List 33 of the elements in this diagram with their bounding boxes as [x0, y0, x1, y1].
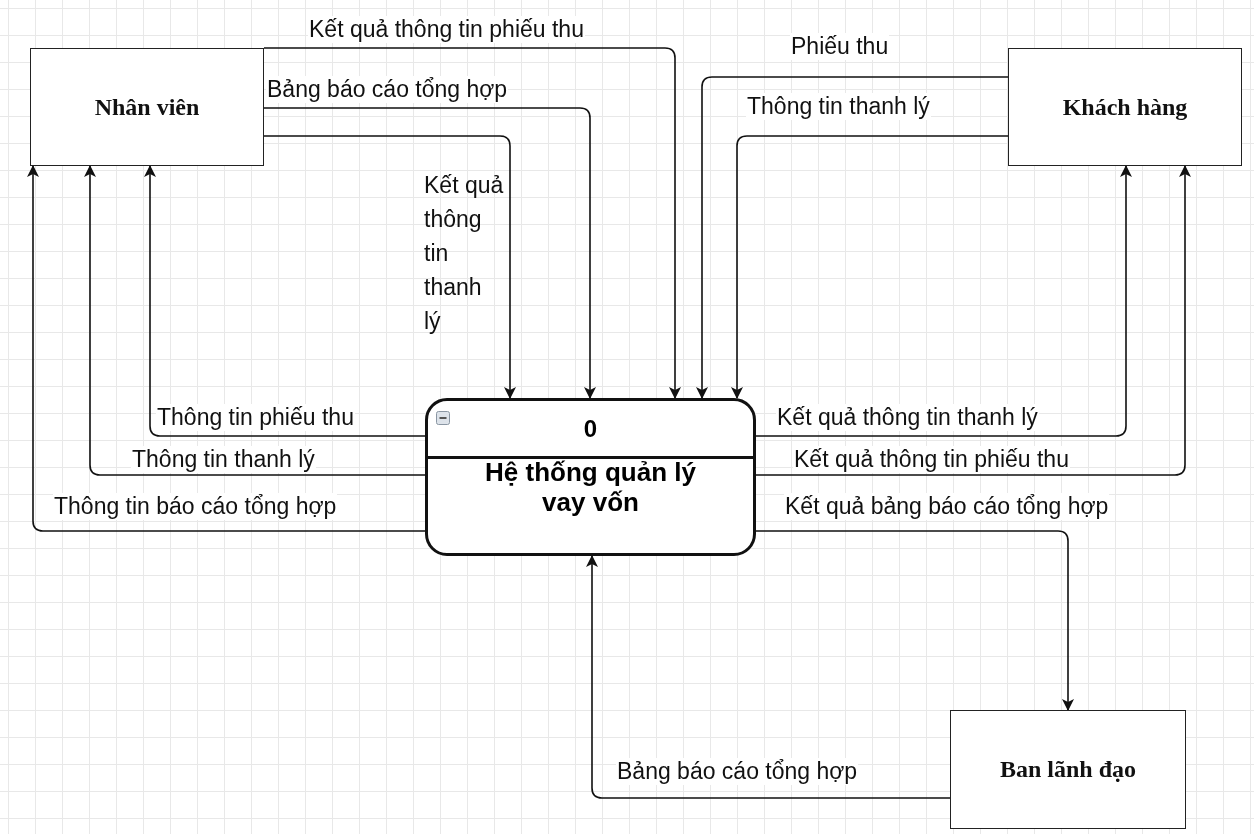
- arrow: [586, 555, 951, 799]
- external-entity-box: [30, 48, 264, 166]
- edge-label: Thông tin thanh lý: [746, 93, 931, 120]
- edge-label: Phiếu thu: [790, 33, 890, 60]
- arrow: [755, 165, 1132, 437]
- edge-label: Kết quả thông tin phiếu thu: [793, 446, 1070, 473]
- arrow: [263, 135, 516, 399]
- arrow: [27, 165, 426, 532]
- entity-name: Khách hàng: [1062, 93, 1188, 121]
- edge-label: Kết quả thông tin phiếu thu: [308, 16, 585, 43]
- process-box: [425, 398, 756, 556]
- arrow: [144, 165, 426, 437]
- edge-label: Bảng báo cáo tổng hợp: [266, 76, 509, 103]
- external-entity-box: [950, 710, 1186, 829]
- edge-label: Thông tin báo cáo tổng hợp: [53, 493, 338, 520]
- arrow: [731, 135, 1009, 399]
- entity-name: Ban lãnh đạo: [999, 756, 1137, 783]
- arrow: [263, 107, 596, 399]
- external-entity-box: [1008, 48, 1242, 166]
- edge-label: Kết quả thông tin thanh lý: [776, 404, 1039, 431]
- arrow: [263, 47, 681, 399]
- edge-label: Thông tin thanh lý: [131, 446, 316, 473]
- edge-label: Kết quả bảng báo cáo tổng hợp: [784, 493, 1110, 520]
- arrow: [755, 530, 1074, 711]
- process-number: 0: [583, 415, 598, 443]
- entity-name: Nhân viên: [94, 93, 200, 121]
- process-name: Hệ thống quản lý vay vốn: [484, 457, 697, 517]
- edge-label: Thông tin phiếu thu: [156, 404, 355, 431]
- edge-label: Bảng báo cáo tổng hợp: [616, 758, 859, 785]
- edge-label: Kết quả thông tin thanh lý: [423, 171, 505, 336]
- arrow: [696, 76, 1009, 399]
- arrow: [755, 165, 1191, 476]
- arrow: [84, 165, 426, 476]
